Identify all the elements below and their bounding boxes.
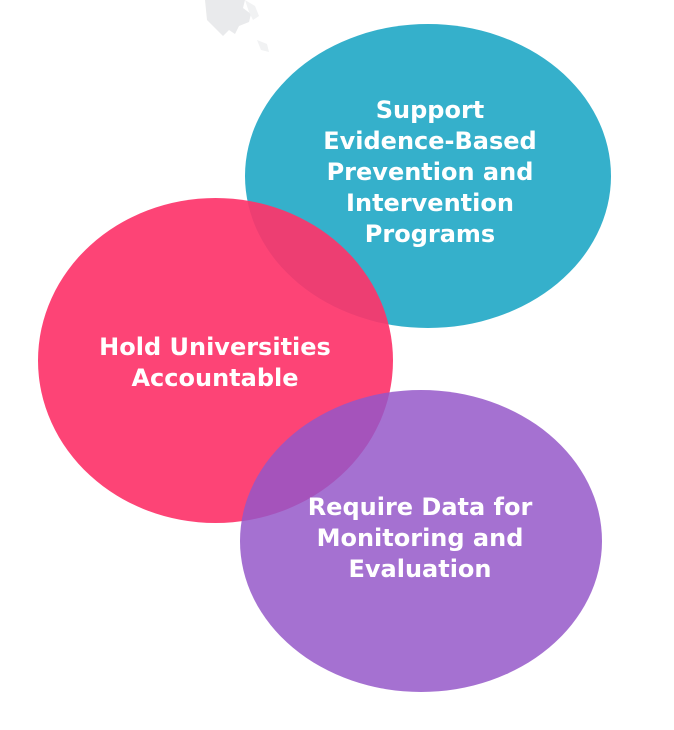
circle-data-monitoring: [240, 390, 602, 692]
label-evidence-based-programs: Support Evidence-Based Prevention and In…: [323, 96, 537, 248]
label-data-monitoring: Require Data for Monitoring and Evaluati…: [307, 493, 533, 583]
label-university-accountability: Hold Universities Accountable: [99, 333, 331, 392]
background-map-fragment: [205, 0, 269, 52]
